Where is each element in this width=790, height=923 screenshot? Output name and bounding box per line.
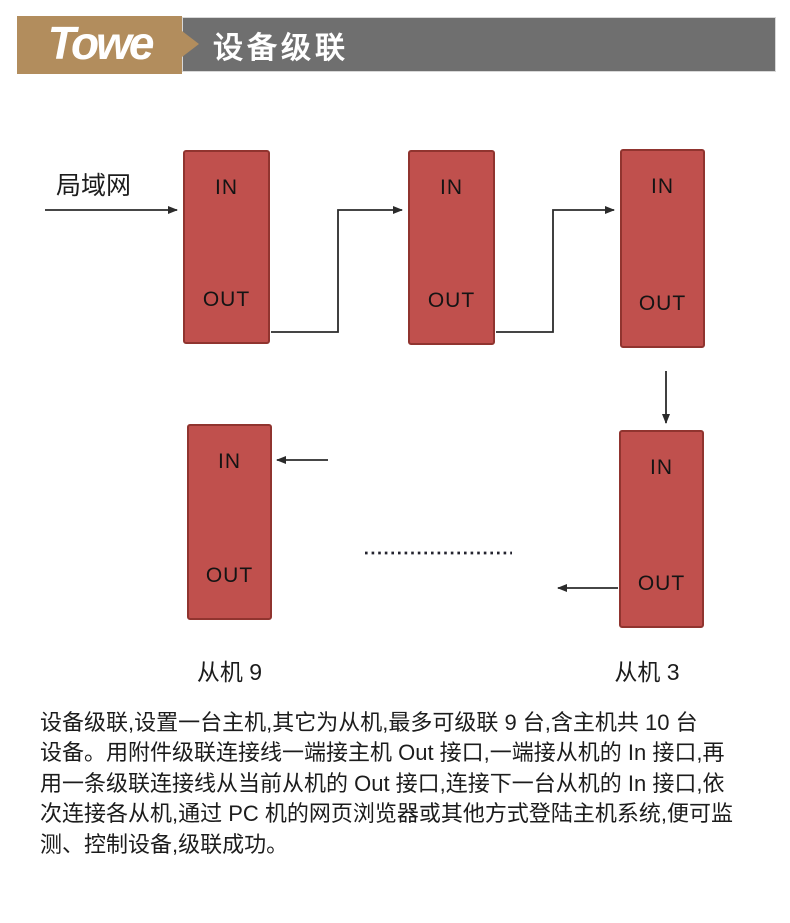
slave3-label: 从机 3 [614, 659, 680, 685]
description-line: 次连接各从机,通过 PC 机的网页浏览器或其他方式登陆主机系统,便可监 [40, 801, 734, 827]
port-label-in: IN [215, 176, 238, 199]
arrow-master-to-slave1 [271, 206, 403, 333]
description-line: 测、控制设备,级联成功。 [40, 831, 289, 857]
port-label-out: OUT [205, 564, 254, 587]
port-label-out: OUT [637, 572, 686, 595]
port-label-in: IN [651, 175, 674, 198]
port-label-in: IN [218, 450, 241, 473]
device-box-slave9: IN OUT [187, 424, 272, 620]
description-paragraph: 设备级联,设置一台主机,其它为从机,最多可级联 9 台,含主机共 10 台 设备… [40, 708, 775, 860]
description-line: 设备。用附件级联连接线一端接主机 Out 接口,一端接从机的 In 接口,再 [40, 740, 725, 766]
port-label-in: IN [440, 176, 463, 199]
description-line: 设备级联,设置一台主机,其它为从机,最多可级联 9 台,含主机共 10 台 [40, 710, 698, 735]
description-line: 用一条级联连接线从当前从机的 Out 接口,连接下一台从机的 In 接口,依 [40, 770, 725, 796]
port-label-out: OUT [202, 288, 251, 311]
port-label-in: IN [650, 456, 673, 479]
lan-label: 局域网 [56, 172, 132, 200]
device-box-master: IN OUT [183, 150, 270, 344]
brand-logo-text: Towe [47, 17, 155, 69]
arrow-slave1-to-slave2 [496, 206, 615, 333]
device-box-slave3: IN OUT [619, 430, 704, 628]
port-label-out: OUT [638, 292, 687, 315]
slave9-label: 从机 9 [196, 659, 263, 685]
device-box-slave1: IN OUT [408, 150, 495, 345]
logo-chevron-icon [182, 31, 199, 57]
section-title: 设备级联 [213, 31, 349, 65]
brand-logo: Towe [17, 16, 182, 74]
section-title-bar: 设备级联 [182, 17, 776, 72]
port-label-out: OUT [427, 289, 476, 312]
device-box-slave2: IN OUT [620, 149, 705, 348]
